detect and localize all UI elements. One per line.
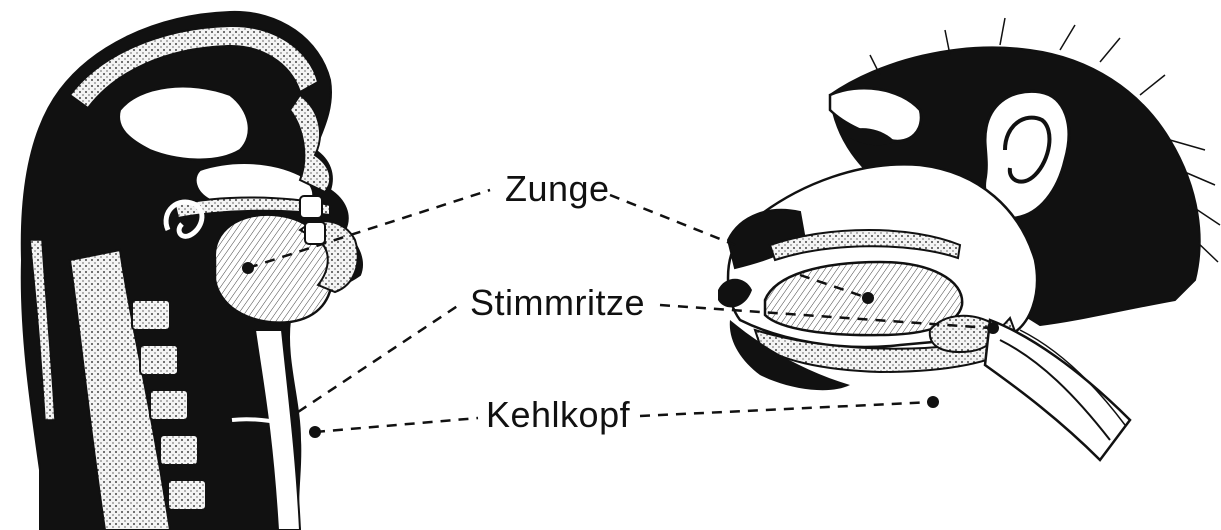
leader-kehl-right [640,402,933,416]
leader-kehl-left [315,418,478,432]
leader-stimm-left [298,303,462,412]
dot-chimp-larynx [927,396,939,408]
human-lower-teeth [305,222,325,244]
human-upper-teeth [300,196,322,218]
dot-human-tongue [242,262,254,274]
chimpanzee-head-illustration [718,18,1220,460]
label-glottis: Stimmritze [470,282,645,324]
label-larynx: Kehlkopf [486,394,630,436]
human-head-illustration [22,12,362,530]
label-tongue: Zunge [505,168,610,210]
dot-chimp-glottis [987,322,999,334]
dot-chimp-tongue [862,292,874,304]
dot-human-larynx [309,426,321,438]
leader-zunge-right [610,195,735,245]
